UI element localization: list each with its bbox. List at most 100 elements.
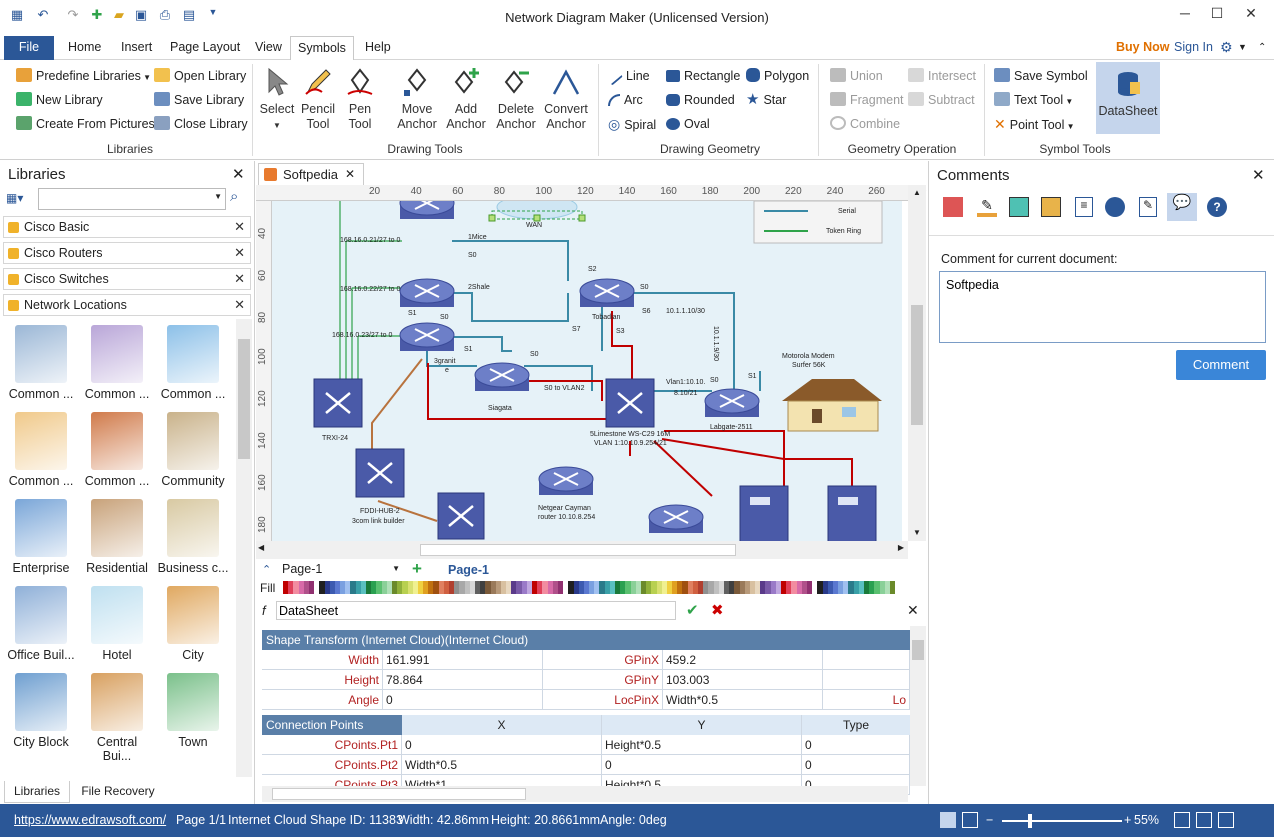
spiral-button[interactable]: ◎Spiral: [608, 116, 657, 132]
color-swatch[interactable]: [563, 581, 569, 594]
value-gpiny[interactable]: 103.003: [663, 670, 823, 690]
fragment-button[interactable]: Fragment: [830, 90, 904, 110]
qa-dropdown-icon[interactable]: ▼: [208, 7, 218, 17]
color-swatch[interactable]: [443, 581, 449, 594]
rounded-button[interactable]: Rounded: [666, 90, 735, 110]
scroll-down-icon[interactable]: ▼: [913, 528, 921, 537]
color-swatch[interactable]: [822, 581, 828, 594]
close-icon[interactable]: ✕: [344, 167, 355, 181]
color-swatch[interactable]: [827, 581, 833, 594]
tab-libraries[interactable]: Libraries: [4, 781, 70, 803]
chevron-down-icon[interactable]: ▼: [214, 192, 222, 201]
color-swatch[interactable]: [423, 581, 429, 594]
color-swatch[interactable]: [521, 581, 527, 594]
color-swatch[interactable]: [879, 581, 885, 594]
text-tool-button[interactable]: Text Tool ▼: [994, 90, 1073, 110]
color-swatch[interactable]: [485, 581, 491, 594]
scroll-thumb[interactable]: [238, 339, 250, 459]
full-screen-icon[interactable]: [1218, 812, 1234, 828]
attachment-icon[interactable]: ✎: [1139, 197, 1157, 217]
comment-icon[interactable]: 💬: [1167, 193, 1197, 221]
color-swatch[interactable]: [744, 581, 750, 594]
color-swatch[interactable]: [500, 581, 507, 594]
zoom-slider[interactable]: [1002, 814, 1122, 828]
color-swatch[interactable]: [516, 581, 522, 594]
zoom-out-icon[interactable]: −: [986, 813, 994, 827]
library-symbol-tile[interactable]: Hotel: [81, 580, 153, 664]
color-swatch[interactable]: [635, 581, 641, 594]
color-swatch[interactable]: [376, 581, 382, 594]
color-swatch[interactable]: [469, 581, 475, 594]
color-swatch[interactable]: [806, 581, 813, 594]
page-select[interactable]: Page-1 ▼: [282, 562, 400, 576]
view-fit-icon[interactable]: [962, 812, 978, 828]
line-button[interactable]: Line: [607, 66, 650, 86]
library-menu-icon[interactable]: ▦▾: [6, 191, 24, 205]
library-symbol-tile[interactable]: Common ...: [81, 319, 153, 403]
color-swatch[interactable]: [687, 581, 693, 594]
color-swatch[interactable]: [542, 581, 548, 594]
library-cisco-routers[interactable]: Cisco Routers✕: [3, 242, 251, 264]
intersect-button[interactable]: Intersect: [908, 66, 976, 86]
page-nav-up-icon[interactable]: ⌃: [262, 564, 272, 576]
file-menu[interactable]: File: [4, 36, 54, 60]
fit-width-icon[interactable]: [1196, 812, 1212, 828]
close-icon[interactable]: ✕: [232, 166, 245, 183]
save-symbol-button[interactable]: Save Symbol: [994, 66, 1088, 86]
color-swatch[interactable]: [734, 581, 740, 594]
color-swatch[interactable]: [869, 581, 875, 594]
color-swatch[interactable]: [755, 581, 761, 594]
color-swatch[interactable]: [417, 581, 424, 594]
router-icon[interactable]: [399, 278, 455, 307]
page-icon[interactable]: ≡: [1075, 197, 1093, 217]
ribbon-collapse-icon[interactable]: ⌃: [1258, 42, 1267, 53]
color-swatch[interactable]: [449, 581, 455, 594]
color-swatch[interactable]: [293, 581, 299, 594]
color-swatch[interactable]: [765, 581, 771, 594]
check-icon[interactable]: ✔: [686, 602, 699, 619]
value-gpinx[interactable]: 459.2: [663, 650, 823, 670]
search-input[interactable]: [39, 189, 209, 207]
color-swatch[interactable]: [770, 581, 776, 594]
color-swatch[interactable]: [884, 581, 890, 594]
color-swatch[interactable]: [589, 581, 595, 594]
close-icon[interactable]: ✕: [234, 297, 245, 312]
color-swatch[interactable]: [781, 581, 787, 594]
color-swatch[interactable]: [412, 581, 418, 594]
save-library-button[interactable]: Save Library: [154, 90, 244, 110]
color-swatch[interactable]: [557, 581, 564, 594]
tab-file-recovery[interactable]: File Recovery: [81, 784, 155, 798]
color-swatch[interactable]: [832, 581, 839, 594]
library-cisco-basic[interactable]: Cisco Basic✕: [3, 216, 251, 238]
search-icon[interactable]: ⌕: [230, 188, 239, 205]
tab-home[interactable]: Home: [68, 40, 102, 54]
tab-view[interactable]: View: [255, 40, 282, 54]
color-swatch[interactable]: [749, 581, 756, 594]
color-swatch[interactable]: [532, 581, 538, 594]
library-symbol-tile[interactable]: Business c...: [157, 493, 229, 577]
vertical-scrollbar[interactable]: ▲ ▼: [908, 185, 926, 541]
sign-in-link[interactable]: Sign In: [1174, 40, 1213, 54]
color-swatch[interactable]: [791, 581, 797, 594]
add-page-icon[interactable]: +: [412, 559, 422, 578]
color-swatch[interactable]: [677, 581, 683, 594]
color-swatch[interactable]: [838, 581, 844, 594]
cancel-icon[interactable]: ✖: [711, 602, 724, 619]
gear-icon[interactable]: ⚙: [1220, 39, 1233, 55]
open-icon[interactable]: ▰: [114, 7, 124, 22]
color-swatch[interactable]: [573, 581, 579, 594]
create-from-pictures-button[interactable]: Create From Pictures: [16, 114, 155, 134]
polygon-button[interactable]: Polygon: [746, 66, 809, 86]
router-icon[interactable]: [474, 362, 530, 391]
color-swatch[interactable]: [583, 581, 590, 594]
library-symbol-tile[interactable]: Community: [157, 406, 229, 490]
color-swatch[interactable]: [283, 581, 289, 594]
library-symbol-tile[interactable]: Enterprise: [5, 493, 77, 577]
union-button[interactable]: Union: [830, 66, 883, 86]
chevron-down-icon[interactable]: ▼: [1238, 42, 1247, 52]
scroll-right-icon[interactable]: ▶: [897, 543, 904, 552]
color-swatch[interactable]: [391, 581, 398, 594]
